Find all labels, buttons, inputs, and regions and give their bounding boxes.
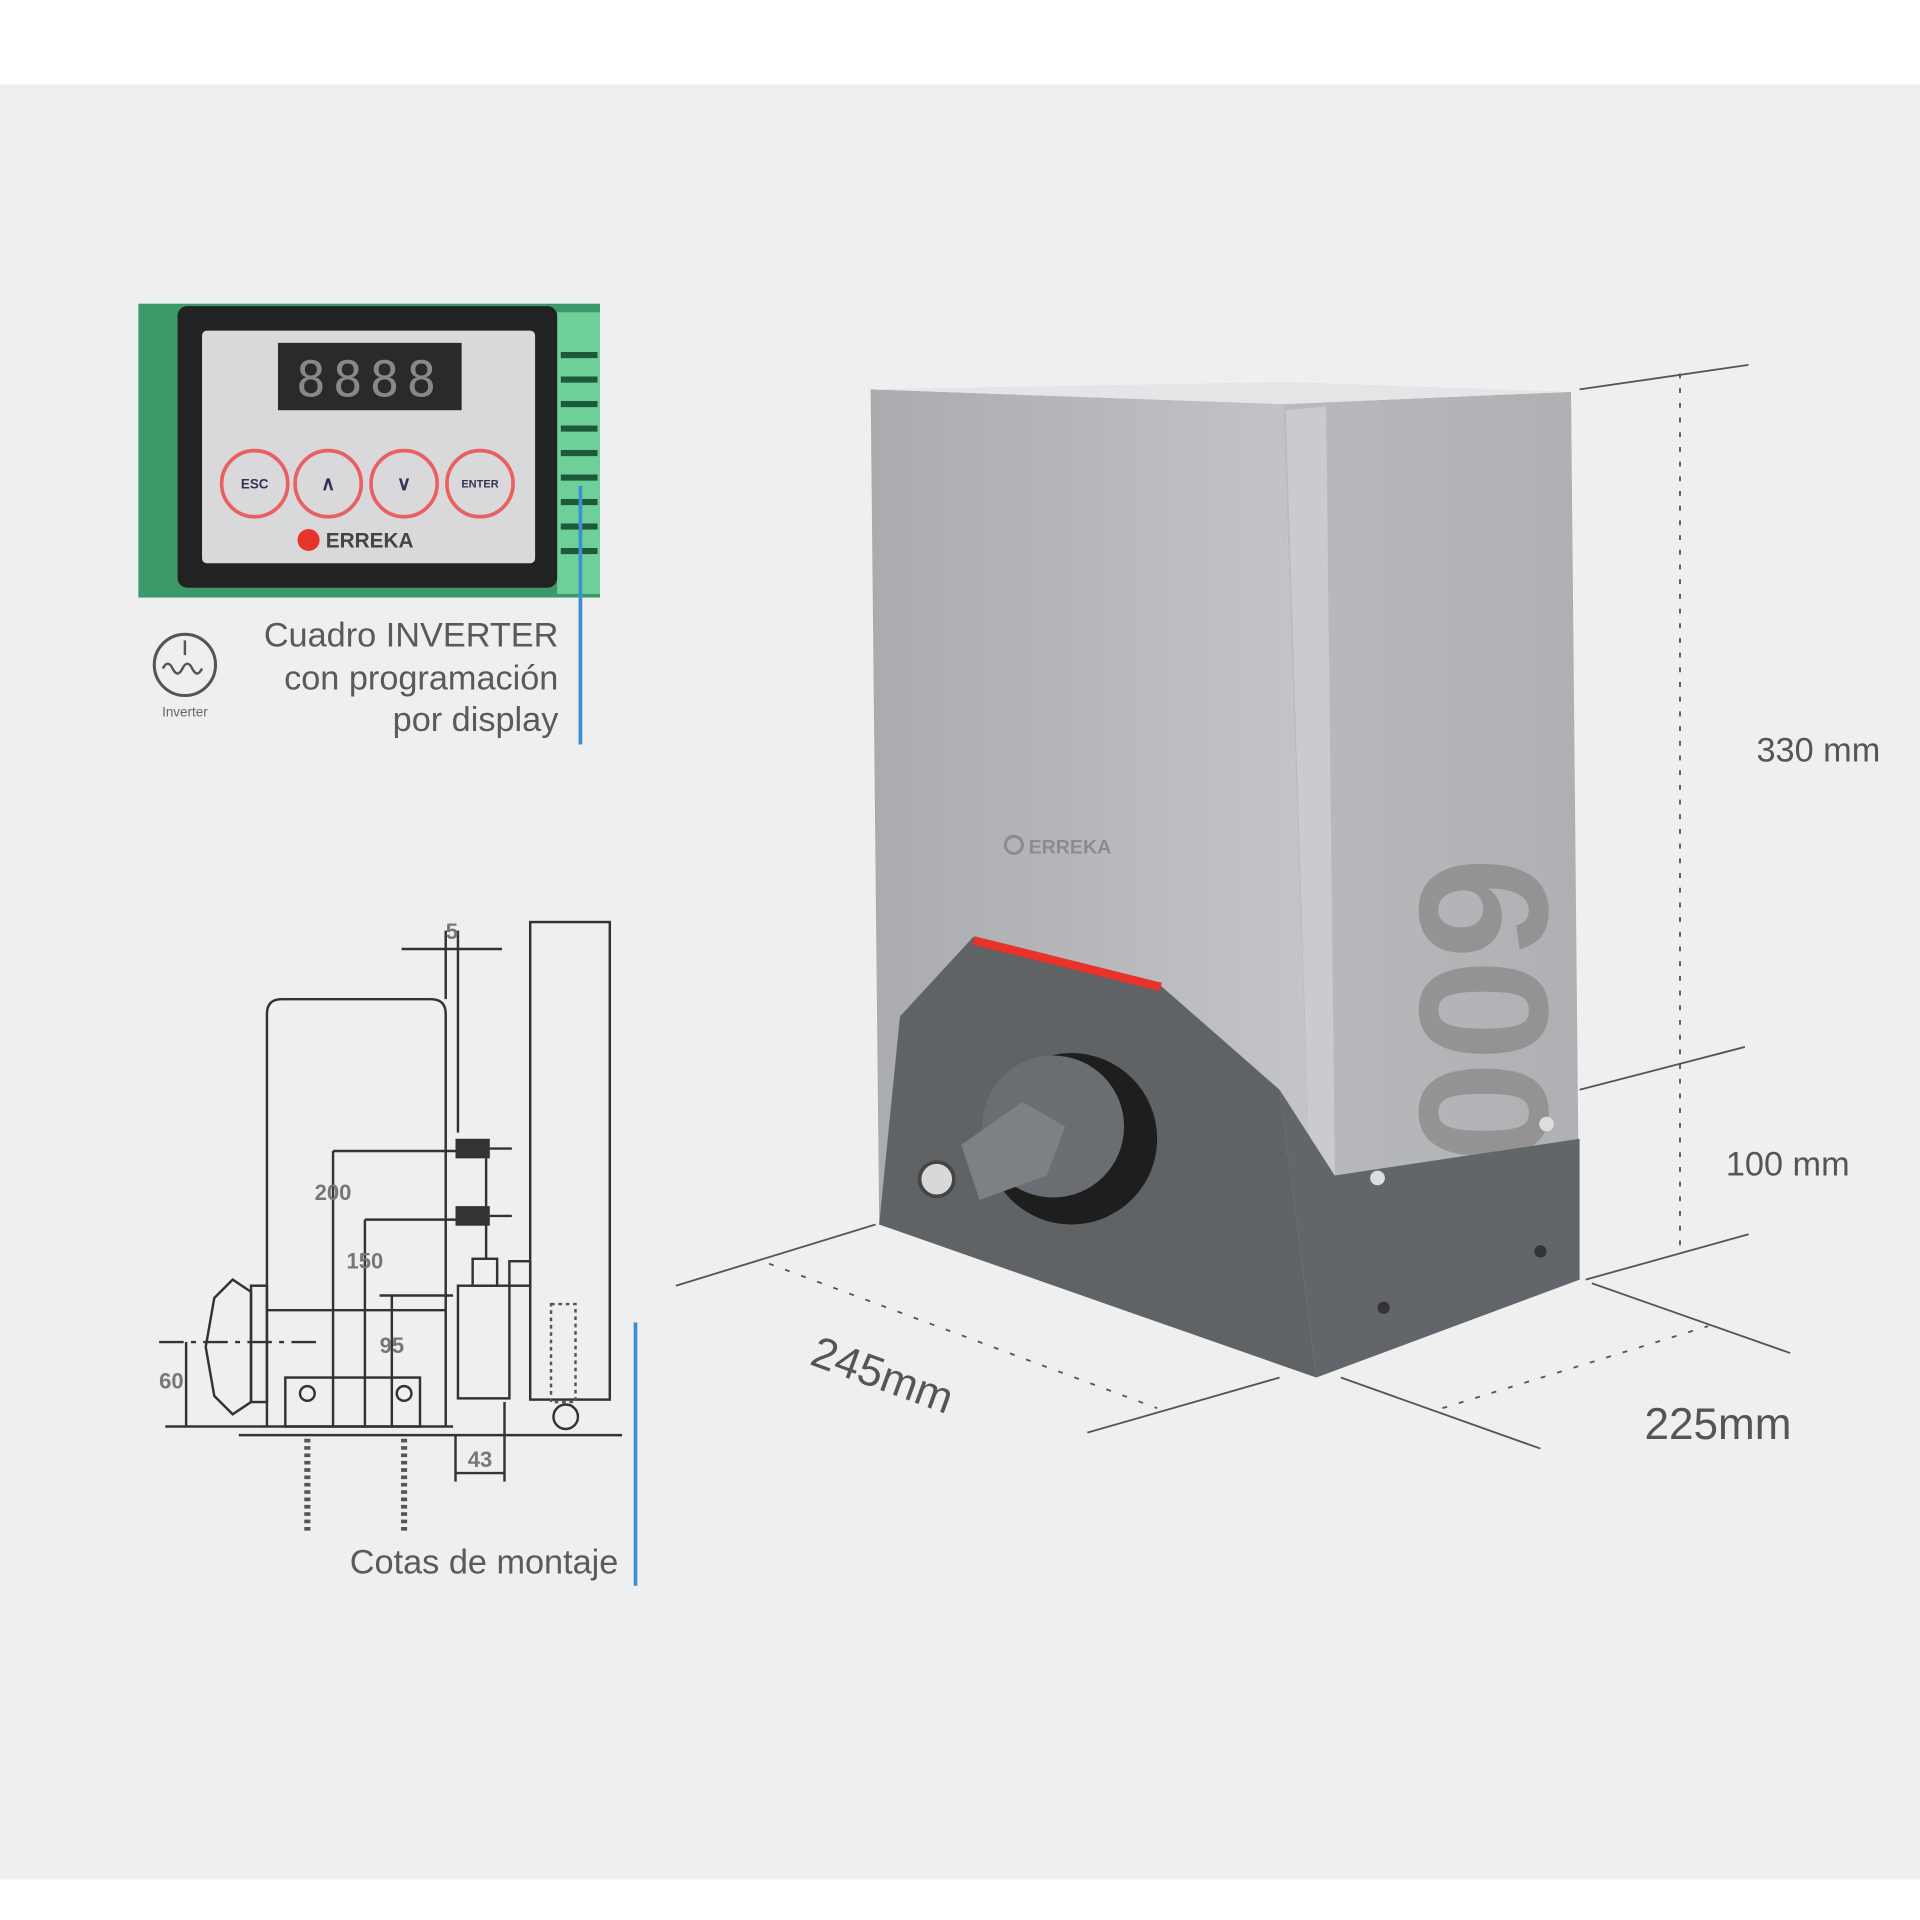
seven-segment-display [277, 342, 462, 411]
dimension-95: 95 [380, 1333, 405, 1358]
inverter-caption: Cuadro INVERTER con programación por dis… [264, 617, 559, 739]
erreka-logo-icon [1003, 834, 1024, 855]
up-button[interactable] [293, 448, 364, 519]
inverter-board-photo: 8888 ESC ∧ ∨ ENTER ERREKA [138, 303, 600, 598]
caption-line: por display [393, 701, 560, 739]
erreka-logo-icon [297, 528, 320, 552]
up-button-label: ∧ [321, 473, 335, 495]
esc-button[interactable] [219, 448, 290, 519]
red-accent-strip [972, 936, 1162, 992]
model-number: 600 [1381, 857, 1586, 1163]
mounting-drawing: 5 200 150 95 60 43 [159, 919, 623, 1531]
dimension-43: 43 [468, 1447, 493, 1472]
lock-icon [917, 1160, 956, 1199]
mounting-caption: Cotas de montaje [350, 1543, 619, 1581]
dimension-150: 150 [347, 1249, 384, 1274]
inverter-icon-label: Inverter [162, 704, 208, 719]
motor-brand: ERREKA [1029, 836, 1112, 858]
dimension-60: 60 [159, 1369, 184, 1394]
width-dimension: 225mm [1644, 1400, 1791, 1449]
display-digits: 8888 [296, 352, 443, 409]
dimension-5: 5 [446, 919, 458, 944]
esc-button-label: ESC [241, 477, 269, 492]
dimension-200: 200 [315, 1180, 352, 1205]
down-button[interactable] [369, 448, 439, 519]
caption-line: con programación [284, 659, 558, 697]
height-top-dimension: 330 mm [1756, 732, 1880, 770]
motor-dimension-lines [675, 363, 1791, 1450]
height-base-dimension: 100 mm [1726, 1146, 1850, 1184]
gate-motor: 600 ERREKA [870, 382, 1586, 1378]
caption-line: Cuadro INVERTER [264, 617, 559, 655]
enter-button[interactable] [445, 448, 515, 519]
panel-brand: ERREKA [326, 529, 414, 552]
down-button-label: ∨ [397, 473, 411, 495]
enter-button-label: ENTER [461, 478, 498, 490]
inverter-icon: Inverter [152, 632, 218, 719]
